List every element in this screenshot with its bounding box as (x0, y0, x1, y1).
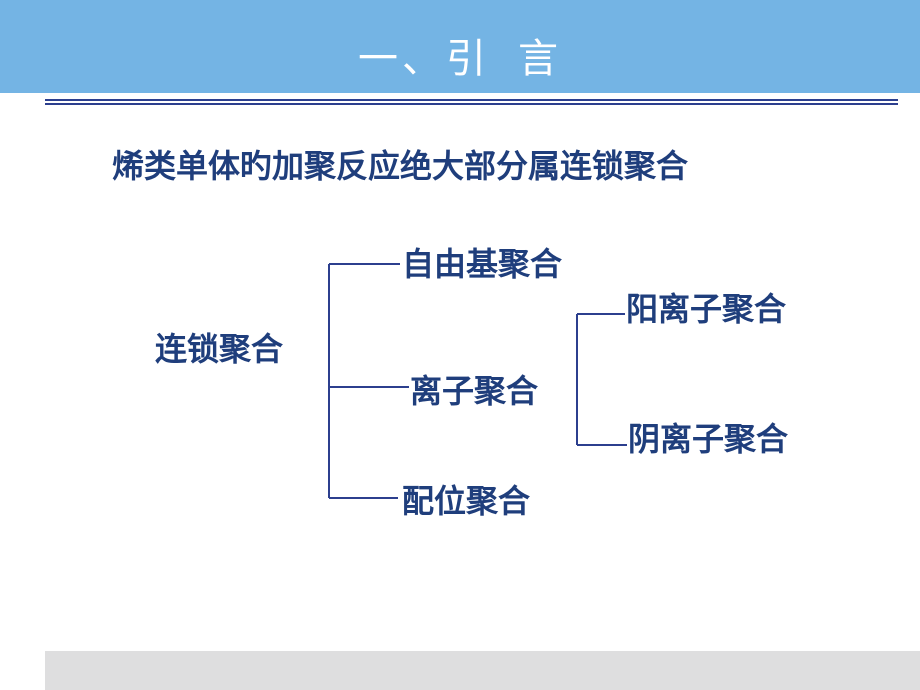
tree-node-root: 连锁聚合 (155, 331, 284, 367)
page-title: 一、引 言 (358, 36, 562, 81)
header-band (0, 0, 920, 93)
lead-statement: 烯类单体旳加聚反应绝大部分属连锁聚合 (112, 148, 689, 184)
tree-node-coordination-polymerization: 配位聚合 (402, 483, 531, 519)
tree-node-anionic-polymerization: 阴离子聚合 (628, 421, 789, 457)
footer-band (45, 651, 920, 690)
tree-node-cationic-polymerization: 阳离子聚合 (626, 291, 787, 327)
title-divider (45, 99, 898, 105)
tree-node-radical-polymerization: 自由基聚合 (402, 246, 563, 282)
tree-node-ionic-polymerization: 离子聚合 (410, 373, 539, 409)
